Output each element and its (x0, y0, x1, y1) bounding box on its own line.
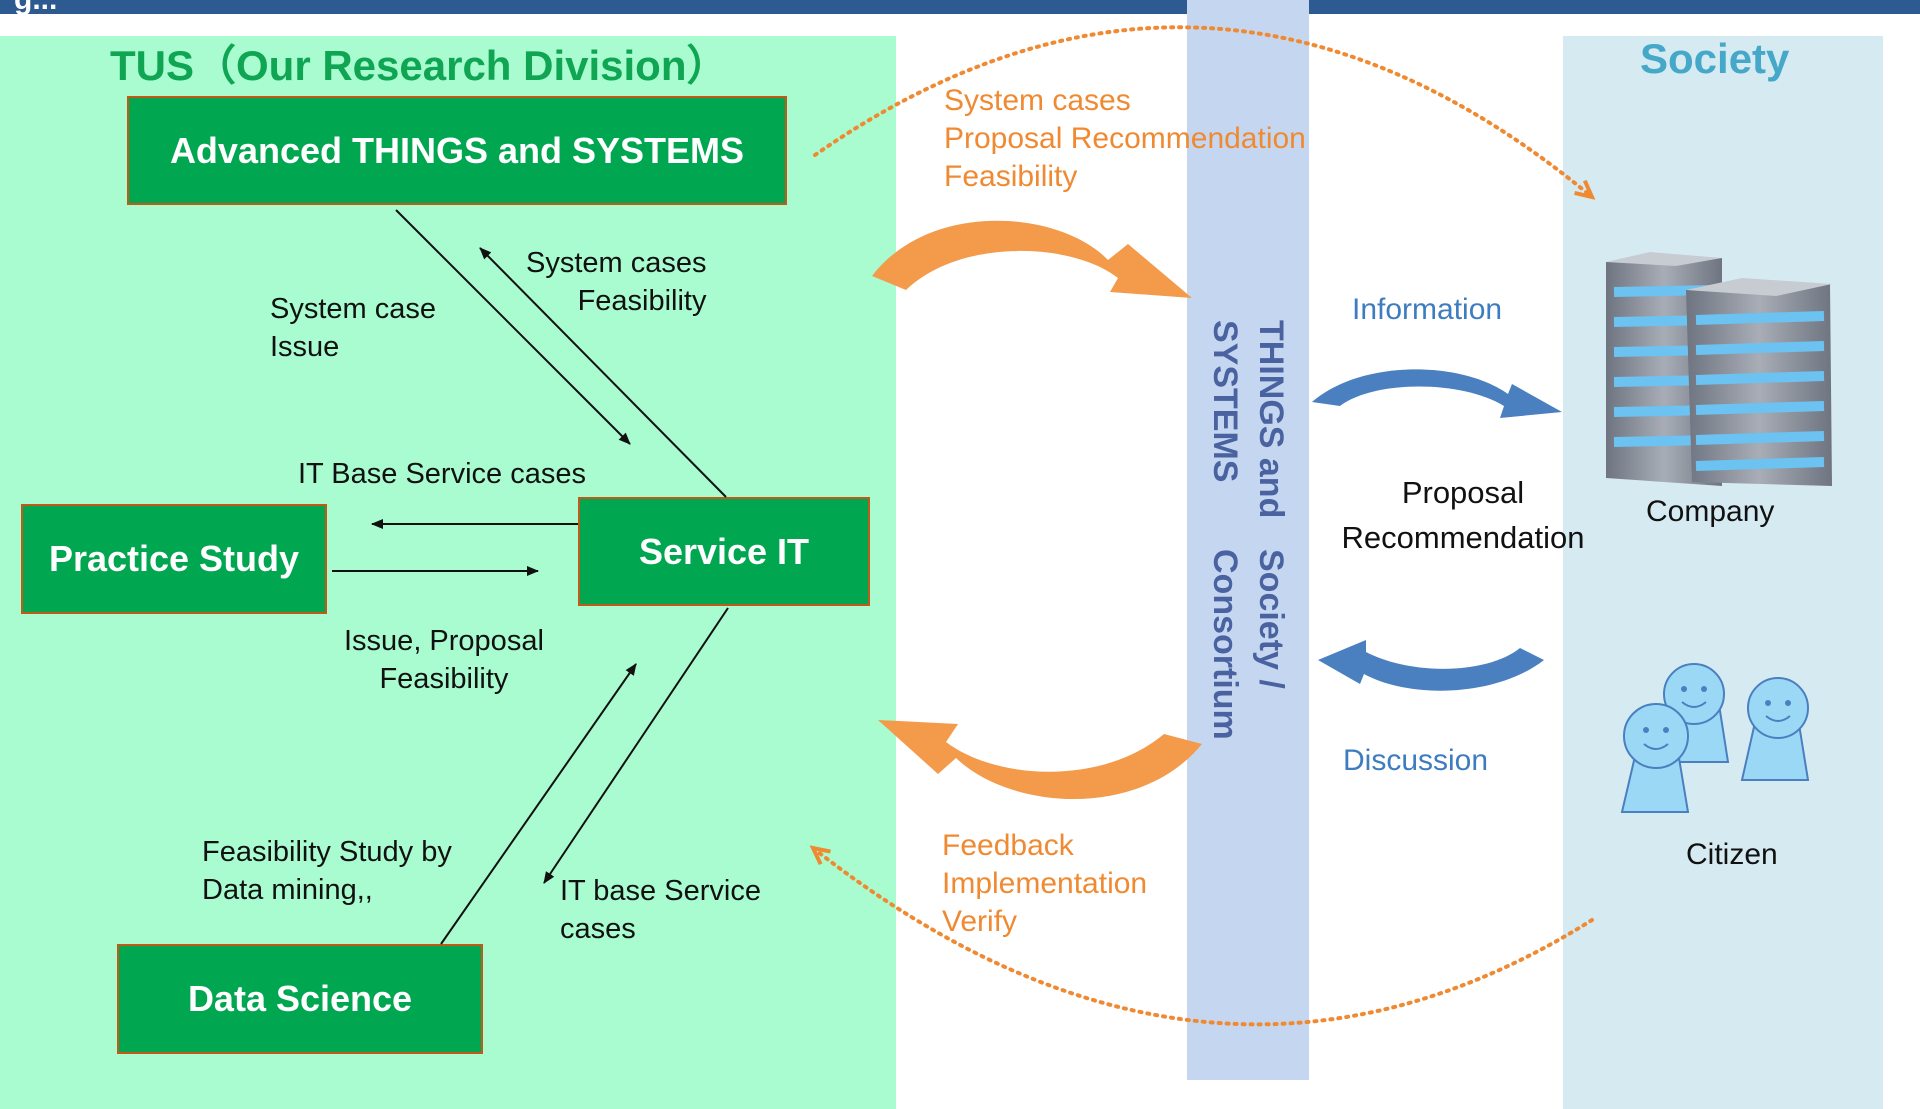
orange-top-label: System cases Proposal Recommendation Fea… (944, 84, 1306, 193)
system-cases-feasibility-label: System cases Feasibility (526, 247, 707, 317)
society-title: Society (1640, 35, 1790, 82)
service-to-data-line (543, 607, 729, 884)
blue-arrow-information (1312, 369, 1562, 418)
header-bar: g... (0, 0, 1920, 14)
orange-bottom-label: Feedback Implementation Verify (942, 829, 1148, 938)
it-base-service-cases-label: IT Base Service cases (298, 458, 586, 490)
adv-to-service-line (395, 209, 631, 445)
proposal-recommendation-label: Proposal Recommendation (1341, 475, 1585, 555)
citizen-people-icon (1620, 663, 1810, 813)
practice-study-box: Practice Study (21, 504, 327, 614)
orange-arc-arrow-top (872, 220, 1192, 298)
bottom-dotted-arc (813, 848, 1594, 1027)
system-case-issue-label: System case Issue (270, 293, 436, 363)
discussion-label: Discussion (1343, 744, 1489, 777)
tus-title: TUS（Our Research Division） (110, 42, 729, 89)
data-science-box: Data Science (117, 944, 483, 1054)
issue-proposal-feasibility-label: Issue, Proposal Feasibility (344, 625, 544, 695)
citizen-label: Citizen (1686, 838, 1778, 871)
information-label: Information (1352, 293, 1503, 326)
it-base-service-label: IT base Service cases (560, 875, 761, 945)
company-label: Company (1646, 495, 1775, 528)
company-buildings-icon (1606, 252, 1832, 486)
society-panel (1563, 36, 1883, 1109)
advanced-things-box: Advanced THINGS and SYSTEMS (127, 96, 787, 205)
data-to-service-line (440, 663, 637, 945)
header-title-cut: g... (14, 0, 57, 14)
top-dotted-arc (813, 25, 1592, 197)
feasibility-study-label: Feasibility Study by Data mining,, (202, 836, 452, 906)
service-to-adv-line (479, 247, 727, 498)
blue-arrow-discussion (1318, 640, 1544, 691)
service-it-box: Service IT (578, 497, 870, 606)
consortium-band (1187, 0, 1309, 1080)
consortium-label: THINGS and SYSTEMS Society / Consortium (1206, 320, 1290, 741)
orange-arc-arrow-bottom (878, 720, 1202, 800)
